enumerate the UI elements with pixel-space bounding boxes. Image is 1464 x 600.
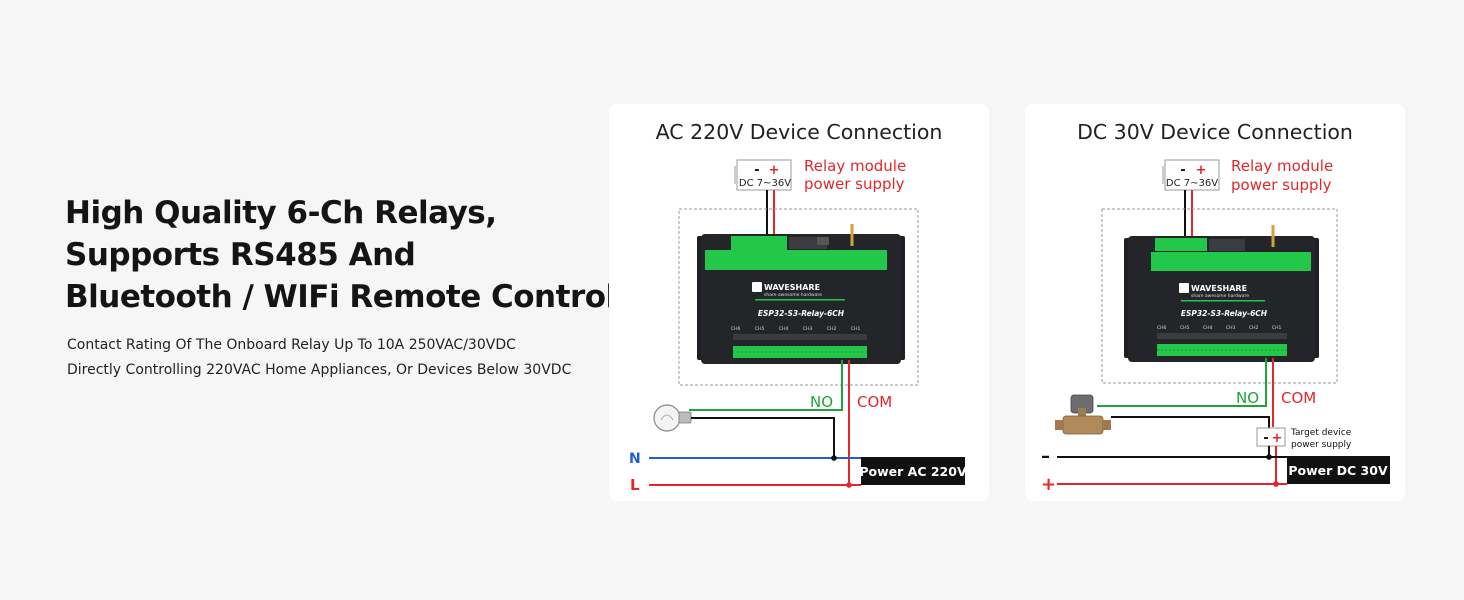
headline-line-3: Bluetooth / WIFi Remote Control xyxy=(65,279,616,315)
dc-minus-label: – xyxy=(1041,446,1050,467)
dc-target-label-2: power supply xyxy=(1291,440,1352,450)
subheadline: Contact Rating Of The Onboard Relay Up T… xyxy=(67,333,571,383)
ac-board-tagline: share awesome hardware xyxy=(764,292,822,298)
headline-line-2: Supports RS485 And xyxy=(65,237,416,273)
dc-no-label: NO xyxy=(1236,389,1259,407)
dc-target-label-1: Target device xyxy=(1290,428,1352,438)
ac-power-badge xyxy=(861,457,965,485)
dc-plus-label: + xyxy=(1041,474,1056,495)
dc-power-label: Power DC 30V xyxy=(1288,463,1388,478)
ac-card-title: AC 220V Device Connection xyxy=(656,120,943,144)
dc-ch-label: CH6 xyxy=(1157,325,1167,331)
ac-supply-minus: - xyxy=(754,163,759,178)
dc-ch-label: CH1 xyxy=(1272,325,1282,331)
dc-board-model: ESP32-S3-Relay-6CH xyxy=(1181,309,1268,318)
ac-no-label: NO xyxy=(810,393,833,411)
dc-target-supply-box: - + xyxy=(1256,427,1286,447)
ac-ch-label: CH4 xyxy=(779,326,789,332)
dc-target-plus: + xyxy=(1272,431,1283,446)
ac-ch-label: CH6 xyxy=(731,326,741,332)
ac-l-label: L xyxy=(630,476,640,494)
ac-supply-plus: + xyxy=(769,163,780,178)
dc-supply-box: - + DC 7~36V xyxy=(1162,159,1220,191)
headline: High Quality 6-Ch Relays, Supports RS485… xyxy=(65,192,616,318)
dc-connection-card: DC 30V Device Connection - + DC 7~36V Re… xyxy=(1025,104,1405,501)
ac-board-model: ESP32-S3-Relay-6CH xyxy=(758,309,845,318)
ac-ch-label: CH5 xyxy=(755,326,765,332)
ac-relay-module: WAVESHARE share awesome hardware ESP32-S… xyxy=(697,224,905,364)
ac-supply-box: - + DC 7~36V xyxy=(734,159,792,191)
dc-supply-label-1: Relay module xyxy=(1231,157,1333,175)
ac-board-brand: WAVESHARE xyxy=(764,283,820,292)
subheadline-line-1: Contact Rating Of The Onboard Relay Up T… xyxy=(67,337,516,353)
ac-module-frame xyxy=(678,208,919,386)
dc-supply-plus: + xyxy=(1196,163,1207,178)
dc-relay-module: WAVESHARE share awesome hardware ESP32-S… xyxy=(1124,225,1319,362)
ac-ch-label: CH3 xyxy=(803,326,813,332)
dc-board-brand: WAVESHARE xyxy=(1191,284,1247,293)
dc-com-label: COM xyxy=(1281,389,1316,407)
ac-supply-label-2: power supply xyxy=(804,175,905,193)
dc-wiring-diagram: DC 30V Device Connection - + DC 7~36V Re… xyxy=(1041,120,1390,495)
solenoid-valve-icon xyxy=(1055,394,1111,435)
dc-power-badge xyxy=(1287,456,1390,484)
dc-supply-label-2: power supply xyxy=(1231,176,1332,194)
dc-ch-label: CH4 xyxy=(1203,325,1213,331)
ac-channel-labels: CH6 CH5 CH4 CH3 CH2 CH1 xyxy=(731,326,861,332)
dc-board-tagline: share awesome hardware xyxy=(1191,293,1249,299)
dc-card-title: DC 30V Device Connection xyxy=(1077,120,1353,144)
ac-supply-label-1: Relay module xyxy=(804,157,906,175)
dc-supply-range: DC 7~36V xyxy=(1166,178,1218,189)
light-bulb-icon xyxy=(653,404,692,432)
ac-power-label: Power AC 220V xyxy=(859,464,967,479)
ac-connection-card: AC 220V Device Connection - + DC 7~36V R… xyxy=(609,104,989,501)
dc-supply-minus: - xyxy=(1180,163,1185,178)
dc-ch-label: CH3 xyxy=(1226,325,1236,331)
subheadline-line-2: Directly Controlling 220VAC Home Applian… xyxy=(67,362,572,378)
headline-line-1: High Quality 6-Ch Relays, xyxy=(65,195,497,231)
dc-ch-label: CH2 xyxy=(1249,325,1259,331)
dc-channel-labels: CH6 CH5 CH4 CH3 CH2 CH1 xyxy=(1157,325,1282,331)
dc-ch-label: CH5 xyxy=(1180,325,1190,331)
dc-target-minus: - xyxy=(1263,431,1268,446)
dc-module-frame xyxy=(1101,208,1338,384)
ac-n-label: N xyxy=(629,451,641,467)
ac-com-label: COM xyxy=(857,393,892,411)
ac-ch-label: CH1 xyxy=(851,326,861,332)
ac-supply-range: DC 7~36V xyxy=(739,178,791,189)
ac-ch-label: CH2 xyxy=(827,326,837,332)
ac-wiring-diagram: AC 220V Device Connection - + DC 7~36V R… xyxy=(629,120,967,494)
